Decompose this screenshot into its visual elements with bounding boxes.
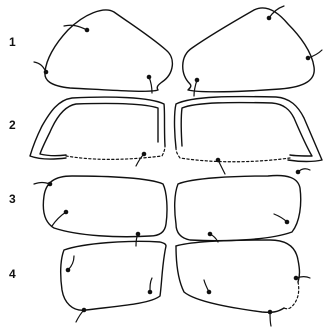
row-2-right-shape <box>175 97 323 174</box>
row-4-left-shape <box>61 241 166 322</box>
row-1-left-shape <box>34 10 172 93</box>
row-label-3: 3 <box>9 193 16 205</box>
row-4-right-shape <box>176 240 310 326</box>
row-1-right-shape <box>183 6 322 96</box>
row-label-1: 1 <box>9 36 16 48</box>
row-label-2: 2 <box>9 119 16 131</box>
row-2-left-shape <box>30 97 165 166</box>
row-label-4: 4 <box>9 268 16 280</box>
row-3-left-shape <box>34 176 167 246</box>
row-3-right-shape <box>175 169 310 242</box>
